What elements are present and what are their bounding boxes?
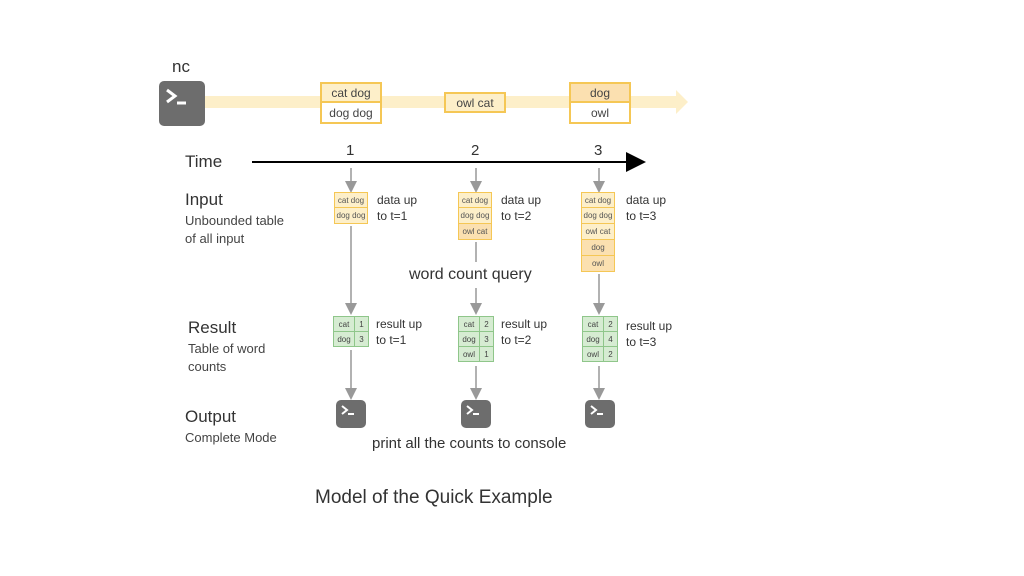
input-note-2: data up to t=2 xyxy=(501,192,541,224)
stream-line: dog dog xyxy=(320,103,382,124)
input-row: owl xyxy=(581,256,615,272)
result-count: 2 xyxy=(604,347,618,362)
note-line: data up xyxy=(377,193,418,207)
note-line: data up xyxy=(501,193,542,207)
time-tick: 2 xyxy=(471,142,480,159)
input-row: cat dog xyxy=(581,192,615,208)
output-terminal-1 xyxy=(336,400,366,428)
output-subtitle: Complete Mode xyxy=(185,430,277,445)
result-count: 1 xyxy=(480,347,494,362)
input-table-3: cat dog dog dog owl cat dog owl xyxy=(581,192,615,272)
time-tick: 1 xyxy=(346,142,355,159)
stream-line: cat dog xyxy=(320,82,382,103)
terminal-icon xyxy=(466,405,479,415)
result-count: 3 xyxy=(480,332,494,347)
output-label: print all the counts to console xyxy=(372,435,567,452)
result-word: cat xyxy=(458,316,480,332)
input-row: dog xyxy=(581,240,615,256)
result-word: dog xyxy=(582,332,604,347)
result-count: 2 xyxy=(480,316,494,332)
note-line: to t=2 xyxy=(501,333,532,347)
note-line: to t=3 xyxy=(626,209,657,223)
source-terminal xyxy=(159,81,205,126)
result-word: owl xyxy=(458,347,480,362)
input-row: cat dog xyxy=(458,192,492,208)
note-line: to t=1 xyxy=(377,209,408,223)
source-label: nc xyxy=(172,57,190,76)
stream-block-1: cat dog dog dog xyxy=(320,82,382,124)
note-line: result up xyxy=(376,317,423,331)
input-row: owl cat xyxy=(458,224,492,240)
query-label: word count query xyxy=(409,266,532,283)
stream-block-3: dog owl xyxy=(569,82,631,124)
result-note-3: result up to t=3 xyxy=(626,318,672,350)
output-terminal-2 xyxy=(461,400,491,428)
result-word: dog xyxy=(458,332,480,347)
input-note-3: data up to t=3 xyxy=(626,192,666,224)
note-line: data up xyxy=(626,193,667,207)
input-row: dog dog xyxy=(581,208,615,224)
caption: Model of the Quick Example xyxy=(315,487,553,508)
result-word: dog xyxy=(333,332,355,347)
input-subtitle: Unbounded table of all input xyxy=(185,213,285,246)
terminal-icon xyxy=(341,405,354,415)
terminal-icon xyxy=(166,88,186,105)
time-label: Time xyxy=(185,152,223,171)
input-title: Input xyxy=(185,190,223,209)
result-subtitle: Table of word counts xyxy=(188,341,266,374)
terminal-icon xyxy=(590,405,603,415)
result-word: cat xyxy=(333,316,355,332)
time-tick: 3 xyxy=(594,142,603,159)
result-count: 2 xyxy=(604,316,618,332)
result-count: 1 xyxy=(355,316,369,332)
input-table-2: cat dog dog dog owl cat xyxy=(458,192,492,240)
stream-line: dog xyxy=(569,82,631,103)
result-word: cat xyxy=(582,316,604,332)
output-title: Output xyxy=(185,407,237,426)
result-count: 4 xyxy=(604,332,618,347)
input-row: dog dog xyxy=(458,208,492,224)
stream-line: owl xyxy=(569,103,631,124)
note-line: to t=3 xyxy=(626,335,657,349)
input-row: owl cat xyxy=(581,224,615,240)
input-table-1: cat dog dog dog xyxy=(334,192,368,224)
result-note-2: result up to t=2 xyxy=(501,316,547,348)
note-line: result up xyxy=(626,319,673,333)
result-count: 3 xyxy=(355,332,369,347)
input-note-1: data up to t=1 xyxy=(377,192,417,224)
result-word: owl xyxy=(582,347,604,362)
input-row: cat dog xyxy=(334,192,368,208)
output-terminal-3 xyxy=(585,400,615,428)
note-line: to t=2 xyxy=(501,209,532,223)
note-line: to t=1 xyxy=(376,333,407,347)
result-title: Result xyxy=(188,318,237,337)
stream-line: owl cat xyxy=(444,92,506,113)
stream-block-2: owl cat xyxy=(444,92,506,113)
result-note-1: result up to t=1 xyxy=(376,316,422,348)
note-line: result up xyxy=(501,317,548,331)
input-row: dog dog xyxy=(334,208,368,224)
